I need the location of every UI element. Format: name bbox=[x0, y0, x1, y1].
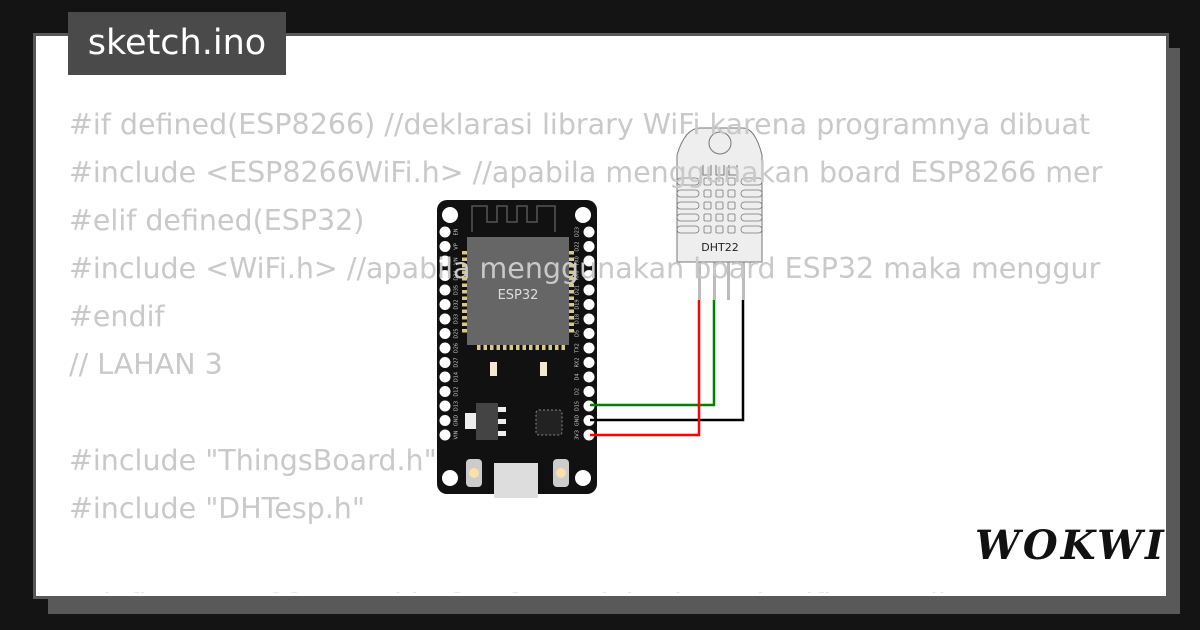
usb-port bbox=[494, 463, 538, 498]
wire-vcc[interactable] bbox=[590, 300, 701, 437]
pin-label: D34 bbox=[454, 270, 460, 280]
pin-label: TX0 bbox=[575, 256, 581, 267]
wire-data[interactable] bbox=[590, 300, 716, 407]
pin-label: D26 bbox=[454, 343, 460, 353]
dht22-label: DHT22 bbox=[701, 241, 738, 254]
pin-d14[interactable] bbox=[439, 371, 451, 383]
pin-gnd[interactable] bbox=[439, 415, 451, 426]
code-line: #elif defined(ESP32) bbox=[69, 204, 365, 237]
code-preview: #if defined(ESP8266) //deklarasi library… bbox=[69, 101, 1163, 593]
pin-label: D33 bbox=[454, 314, 460, 324]
pin-rx0[interactable] bbox=[583, 270, 595, 281]
pin-label: TX2 bbox=[575, 343, 581, 354]
pin-3v3[interactable] bbox=[583, 429, 595, 441]
pin-d27[interactable] bbox=[439, 357, 451, 368]
pin-label: D4 bbox=[575, 373, 581, 380]
pin-label: VN bbox=[454, 257, 460, 264]
code-line: #include "DHTesp.h" bbox=[69, 492, 365, 525]
pin-d34[interactable] bbox=[439, 270, 451, 281]
pin-d21[interactable] bbox=[583, 284, 595, 296]
pin-label: GND bbox=[575, 415, 581, 427]
wokwi-logo: WOKWI bbox=[975, 522, 1167, 569]
pin-label: D18 bbox=[575, 314, 581, 324]
code-line: // LAHAN 3 bbox=[69, 348, 223, 381]
pin-vp[interactable] bbox=[439, 241, 451, 252]
pin-label: D32 bbox=[454, 299, 460, 309]
dht22-sensor[interactable]: DHT22 bbox=[676, 127, 763, 300]
pin-label: D15 bbox=[575, 401, 581, 411]
pin-label: D5 bbox=[575, 330, 581, 337]
pin-rx2[interactable] bbox=[583, 357, 595, 368]
pin-label: D23 bbox=[575, 227, 581, 237]
pin-d5[interactable] bbox=[583, 328, 595, 339]
pin-d2[interactable] bbox=[583, 386, 595, 397]
pin-label: GND bbox=[454, 415, 460, 427]
code-line: #include <WiFi.h> //apabila menggunakan … bbox=[69, 252, 1101, 285]
pin-label: D19 bbox=[575, 299, 581, 309]
pin-tx0[interactable] bbox=[583, 255, 595, 267]
pin-label: D14 bbox=[454, 372, 460, 382]
pin-vin[interactable] bbox=[439, 429, 451, 441]
pin-label: D27 bbox=[454, 357, 460, 367]
pin-d25[interactable] bbox=[439, 328, 451, 339]
code-line: #endif bbox=[69, 300, 165, 333]
pin-label: D22 bbox=[575, 241, 581, 251]
pin-d33[interactable] bbox=[439, 313, 451, 325]
pin-label: RX2 bbox=[575, 357, 581, 367]
pin-d4[interactable] bbox=[583, 371, 595, 383]
file-tab[interactable]: sketch.ino bbox=[68, 12, 286, 75]
pin-label: VIN bbox=[454, 430, 460, 439]
pin-d12[interactable] bbox=[439, 386, 451, 397]
pin-d15[interactable] bbox=[583, 400, 595, 412]
pin-gnd[interactable] bbox=[583, 415, 595, 426]
pin-d26[interactable] bbox=[439, 342, 451, 354]
code-line: #include <ESP8266WiFi.h> //apabila mengg… bbox=[69, 156, 1103, 189]
pin-d35[interactable] bbox=[439, 284, 451, 296]
esp32-board[interactable]: ESP32 ENVPVND34D35D32D33D25D26D27D14D12D… bbox=[437, 200, 597, 498]
wire-gnd[interactable] bbox=[590, 300, 745, 422]
pin-label: D13 bbox=[454, 401, 460, 411]
pin-vn[interactable] bbox=[439, 255, 451, 267]
pin-label: D25 bbox=[454, 328, 460, 338]
pin-tx2[interactable] bbox=[583, 342, 595, 354]
pin-label: D21 bbox=[575, 285, 581, 295]
esp32-chip bbox=[467, 237, 569, 345]
pin-en[interactable] bbox=[439, 226, 451, 238]
pin-label: D12 bbox=[454, 386, 460, 396]
pin-d19[interactable] bbox=[583, 299, 595, 310]
pin-label: RX0 bbox=[575, 270, 581, 280]
code-line bbox=[69, 389, 1163, 437]
code-line: #define WIFI_SSID "Nokia GUEST" //alokas… bbox=[69, 581, 1163, 593]
pin-d23[interactable] bbox=[583, 226, 595, 238]
pin-label: D35 bbox=[454, 285, 460, 295]
pin-d13[interactable] bbox=[439, 400, 451, 412]
code-line: #if defined(ESP8266) //deklarasi library… bbox=[69, 108, 1091, 141]
code-line: #include "ThingsBoard.h" bbox=[69, 444, 437, 477]
pin-label: D2 bbox=[575, 388, 581, 395]
pin-label: 3V3 bbox=[575, 430, 581, 440]
pin-d32[interactable] bbox=[439, 299, 451, 310]
pin-d22[interactable] bbox=[583, 241, 595, 252]
pin-d18[interactable] bbox=[583, 313, 595, 325]
preview-card bbox=[33, 33, 1169, 599]
pin-label: EN bbox=[454, 228, 460, 235]
esp32-label: ESP32 bbox=[498, 288, 539, 303]
pin-label: VP bbox=[454, 243, 460, 249]
